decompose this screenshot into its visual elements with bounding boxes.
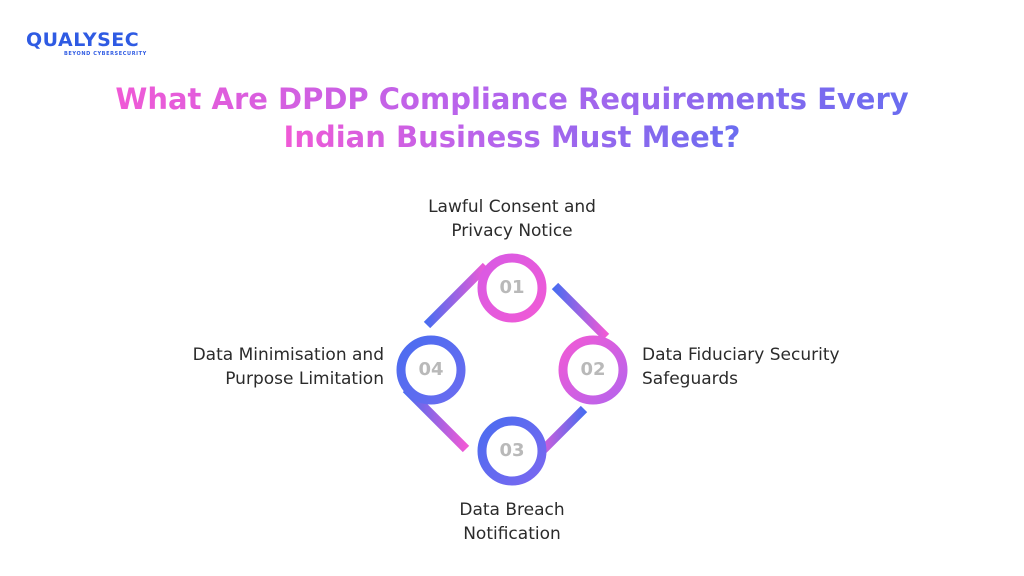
step-01-ring <box>477 253 547 323</box>
logo-tagline: BEYOND CYBERSECURITY <box>64 51 147 57</box>
step-02-ring <box>558 335 628 405</box>
step-03-label: Data Breach Notification <box>459 500 565 544</box>
step-04-ring <box>396 335 466 405</box>
qualysec-logo[interactable]: QUALYSEC BEYOND CYBERSECURITY <box>26 30 166 60</box>
title-line-2: Indian Business Must Meet? <box>283 120 741 154</box>
step-02-label: Data Fiduciary Security Safeguards <box>642 345 840 389</box>
connector-01-02 <box>551 282 610 341</box>
step-04-number: 04 <box>418 359 444 380</box>
step-01-label: Lawful Consent and Privacy Notice <box>428 197 596 241</box>
step-02-number: 02 <box>580 359 606 380</box>
step-04-label: Data Minimisation and Purpose Limitation <box>192 345 384 389</box>
logo-wordmark: QUALYSEC <box>26 29 140 51</box>
step-01-number: 01 <box>499 277 525 298</box>
title-line-1: What Are DPDP Compliance Requirements Ev… <box>115 82 909 116</box>
step-03-number: 03 <box>499 440 525 461</box>
step-03-ring <box>477 416 547 486</box>
connector-04-01 <box>423 262 490 329</box>
page-title: What Are DPDP Compliance Requirements Ev… <box>0 80 1024 156</box>
